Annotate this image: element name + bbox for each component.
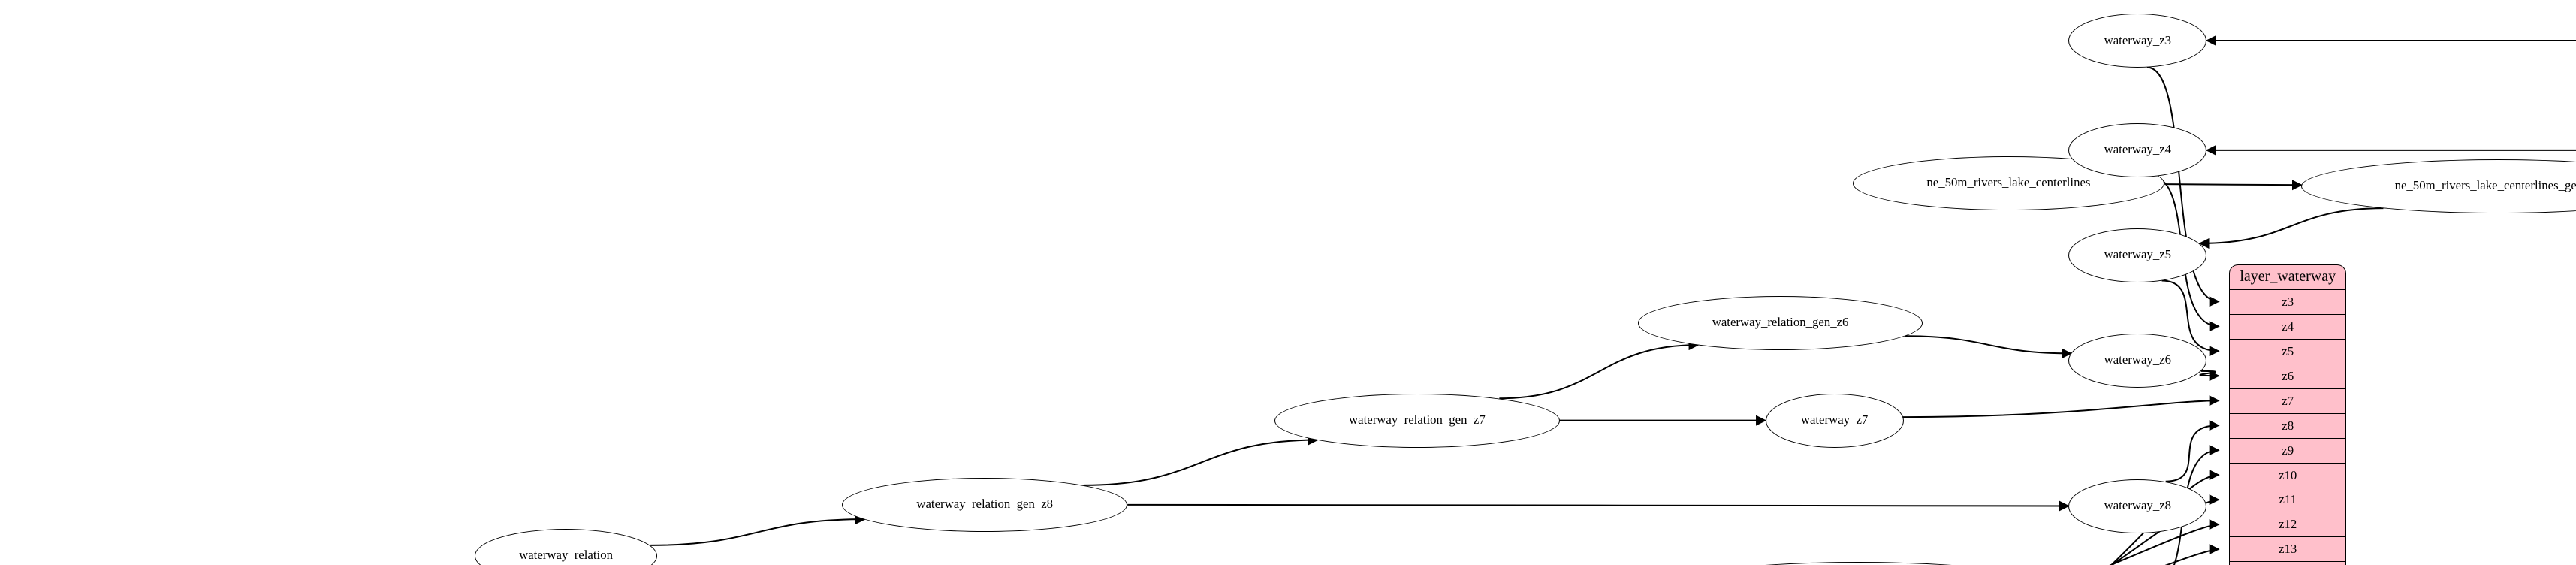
- layer-waterway-row-z3[interactable]: z3: [2230, 290, 2346, 315]
- graph-node-waterway_z7[interactable]: waterway_z7: [1765, 393, 1904, 448]
- graph-node-waterway_relation_gen_z7[interactable]: waterway_relation_gen_z7: [1274, 393, 1560, 448]
- graph-edge-waterway_z3-to-layer_waterway:z3: [2146, 66, 2220, 307]
- graph-node-label: ne_50m_rivers_lake_centerlines_gen_z5: [2394, 178, 2576, 193]
- graph-node-label: waterway_z7: [1800, 412, 1869, 428]
- graph-node-waterway_z5[interactable]: waterway_z5: [2068, 228, 2207, 282]
- layer-waterway-row-z6[interactable]: z6: [2230, 364, 2346, 389]
- layer-waterway-row-z5[interactable]: z5: [2230, 340, 2346, 364]
- layer-waterway-row-z9[interactable]: z9: [2230, 439, 2346, 464]
- graph-edge-waterway_relation-to-waterway_relation_gen_z8: [650, 514, 866, 546]
- graph-edge-waterway_z13-to-layer_waterway:z13: [2164, 544, 2220, 565]
- graph-edge-waterway_z10-to-layer_waterway:z10: [2110, 470, 2220, 565]
- layer-waterway-row-z13[interactable]: z13: [2230, 537, 2346, 563]
- graph-node-label: waterway_relation: [519, 548, 613, 563]
- graph-edge-waterway_z5-to-layer_waterway:z5: [2161, 279, 2220, 357]
- graph-edge-waterway_relation_gen_z8-to-waterway_z8: [1127, 500, 2070, 512]
- graph-node-label: waterway_relation_gen_z6: [1712, 315, 1849, 330]
- graph-node-waterway_z8[interactable]: waterway_z8: [2068, 479, 2207, 533]
- graph-node-waterway_z4[interactable]: waterway_z4: [2068, 122, 2207, 177]
- graph-node-waterway_z3[interactable]: waterway_z3: [2068, 13, 2207, 68]
- graph-node-label: waterway_z5: [2104, 247, 2172, 262]
- graph-node-label: waterway_z6: [2104, 352, 2172, 367]
- layer-waterway-row-z14plus[interactable]: z14+: [2230, 562, 2345, 565]
- graph-edge-waterway_z6-to-layer_waterway:z6: [2199, 370, 2220, 382]
- graph-edge-waterway_z7-to-layer_waterway:z7: [1902, 395, 2220, 418]
- layer-waterway-row-z12[interactable]: z12: [2230, 512, 2346, 538]
- graph-edge-waterway_relation_gen_z6-to-waterway_z6: [1905, 335, 2072, 359]
- graph-node-label: ne_50m_rivers_lake_centerlines: [1926, 175, 2091, 190]
- layer-waterway-row-z11[interactable]: z11: [2230, 488, 2346, 513]
- graph-edge-ne_50m_rivers_lake_centerlines-to-ne_50m_rivers_lake_centerlines_gen_z5: [2164, 180, 2303, 191]
- edge-paths: [650, 35, 2576, 565]
- graph-node-waterway_z6[interactable]: waterway_z6: [2068, 333, 2207, 388]
- graph-edge-waterway_z12-to-layer_waterway:z12: [2109, 519, 2220, 565]
- graph-node-waterway_relation_gen_z6[interactable]: waterway_relation_gen_z6: [1637, 295, 1923, 350]
- graph-edge-waterway_relation_gen_z8-to-waterway_relation_gen_z7: [1084, 434, 1319, 486]
- graph-edge-waterway_z8-to-layer_waterway:z8: [2165, 420, 2220, 482]
- layer-waterway-table-header: layer_waterway: [2230, 265, 2346, 290]
- graph-node-label: waterway_z4: [2104, 142, 2172, 157]
- layer-waterway-row-z8[interactable]: z8: [2230, 414, 2346, 439]
- graph-edge-waterway_relation_gen_z7-to-waterway_relation_gen_z6: [1499, 340, 1700, 400]
- layer-waterway-row-z10[interactable]: z10: [2230, 464, 2346, 488]
- graph-node-label: waterway_relation_gen_z7: [1349, 412, 1486, 428]
- graph-node-label: waterway_z3: [2104, 32, 2172, 47]
- graph-node-label: waterway_z8: [2104, 498, 2172, 513]
- graph-node-waterway_relation_gen_z8[interactable]: waterway_relation_gen_z8: [842, 477, 1128, 532]
- layer-waterway-row-z7[interactable]: z7: [2230, 389, 2346, 414]
- layer-waterway-row-z4[interactable]: z4: [2230, 315, 2346, 340]
- graph-edge-ne_50m_rivers_lake_centerlines_gen_z5-to-waterway_z5: [2198, 207, 2384, 249]
- graph-node-label: waterway_relation_gen_z8: [916, 497, 1054, 512]
